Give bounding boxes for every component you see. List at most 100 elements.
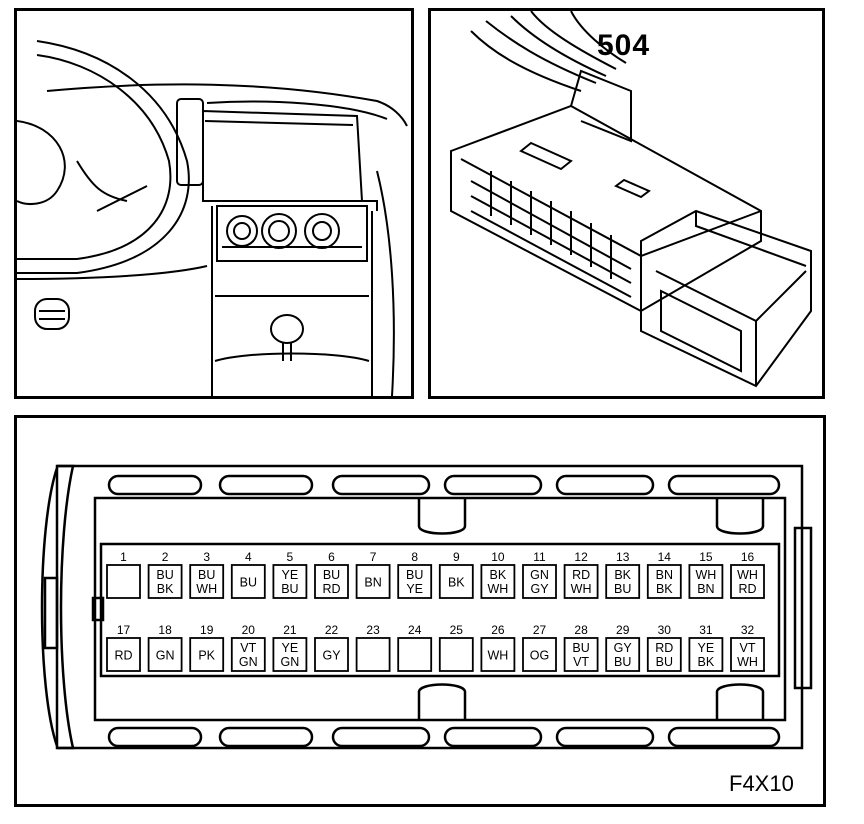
pin-number: 28: [574, 623, 588, 637]
pin-number: 22: [325, 623, 339, 637]
wire-color: BK: [448, 576, 465, 590]
wire-color: BK: [157, 582, 174, 596]
wire-color: YE: [698, 641, 715, 655]
pin-cell: [730, 637, 765, 672]
pin-number: 32: [741, 623, 755, 637]
pin-cell: [438, 637, 474, 672]
pin-number: 16: [741, 550, 755, 564]
pin-number: 19: [200, 623, 214, 637]
wire-color: WH: [737, 568, 758, 582]
pin-4: 4BU: [230, 550, 266, 599]
pin-number: 2: [162, 550, 169, 564]
pin-cell: [397, 564, 433, 599]
pin-cell: [480, 637, 516, 672]
pin-cell: [147, 637, 183, 672]
wire-color: WH: [695, 568, 716, 582]
pin-24: 24: [397, 623, 433, 672]
pin-number: 9: [453, 550, 460, 564]
pin-number: 3: [203, 550, 210, 564]
pin-number: 21: [283, 623, 297, 637]
pin-cell: [230, 637, 266, 672]
pin-cell: [355, 564, 391, 599]
wire-color: BK: [656, 582, 673, 596]
pin-25: 25: [438, 623, 474, 672]
pin-cell: [189, 637, 225, 672]
pin-number: 25: [450, 623, 464, 637]
pin-cell: [480, 564, 516, 599]
wire-color: VT: [573, 655, 589, 669]
connector-sketch: [450, 11, 812, 388]
pin-number: 15: [699, 550, 713, 564]
wire-color: BN: [697, 582, 714, 596]
pin-number: 6: [328, 550, 335, 564]
wire-color: RD: [322, 582, 340, 596]
wire-color: GN: [156, 649, 175, 663]
wire-color: BU: [656, 655, 673, 669]
wire-color: BU: [323, 568, 340, 582]
pin-cell: [106, 637, 141, 672]
pin-cell: [730, 564, 765, 599]
wire-color: BU: [614, 655, 631, 669]
wire-color: GY: [322, 649, 341, 663]
pin-cell: [272, 564, 308, 599]
pin-cell: [230, 564, 266, 599]
pin-number: 29: [616, 623, 630, 637]
pin-number: 12: [574, 550, 588, 564]
wire-color: GY: [530, 582, 549, 596]
pin-cell: [314, 637, 349, 672]
pin-number: 10: [491, 550, 505, 564]
pin-cell: [106, 564, 141, 599]
wire-color: BN: [656, 568, 673, 582]
pin-cell: [605, 564, 641, 599]
wire-color: BU: [572, 641, 589, 655]
pin-number: 26: [491, 623, 505, 637]
wire-color: BU: [198, 568, 215, 582]
wire-color: OG: [530, 649, 549, 663]
pin-number: 1: [120, 550, 127, 564]
pin-cell: [314, 564, 349, 599]
wire-color: BK: [490, 568, 507, 582]
pin-cell: [147, 564, 183, 599]
wire-color: BU: [156, 568, 173, 582]
pin-cell: [646, 637, 682, 672]
dashboard-location-panel: [14, 8, 414, 399]
pin-number: 18: [158, 623, 172, 637]
pin-number: 17: [117, 623, 131, 637]
figure-code: F4X10: [729, 771, 794, 796]
wire-color: GN: [281, 655, 300, 669]
pin-number: 23: [366, 623, 380, 637]
pin-cell: [272, 637, 308, 672]
wire-color: BU: [614, 582, 631, 596]
pin-number: 30: [658, 623, 672, 637]
wire-color: BU: [240, 576, 257, 590]
pin-7: 7BN: [355, 550, 391, 599]
pin-number: 4: [245, 550, 252, 564]
pin-23: 23: [355, 623, 391, 672]
wire-color: BK: [698, 655, 715, 669]
wire-color: RD: [655, 641, 673, 655]
wire-color: RD: [738, 582, 756, 596]
wire-color: GN: [530, 568, 549, 582]
wire-color: RD: [572, 568, 590, 582]
pin-cell: [189, 564, 225, 599]
